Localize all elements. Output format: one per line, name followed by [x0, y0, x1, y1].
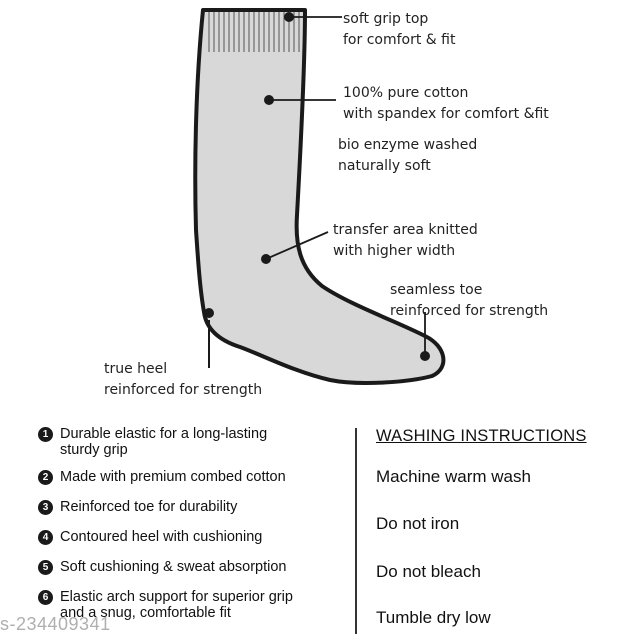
callout-cotton: 100% pure cotton with spandex for comfor… [343, 83, 549, 125]
pointer-dot [204, 308, 214, 318]
callout-line: for comfort & fit [343, 32, 456, 48]
number-badge-icon: 6 [38, 590, 53, 605]
callout-grip-top: soft grip top for comfort & fit [343, 9, 455, 51]
washing-item: Machine warm wash [376, 467, 531, 486]
feature-item: 1 Durable elastic for a long-lasting stu… [38, 426, 338, 458]
feature-text: Durable elastic for a long-lasting [60, 426, 268, 442]
feature-text: Made with premium combed cotton [60, 469, 286, 485]
callout-line: seamless toe [390, 282, 483, 298]
callout-line: 100% pure cotton [343, 85, 469, 101]
washing-item: Do not iron [376, 514, 460, 533]
watermark: s-234409341 [0, 614, 111, 634]
callout-line: soft grip top [343, 11, 429, 27]
feature-text: and a snug, comfortable fit [60, 605, 231, 621]
number-badge-icon: 4 [38, 530, 53, 545]
callout-enzyme: bio enzyme washed naturally soft [338, 135, 477, 177]
feature-item: 5 Soft cushioning & sweat absorption [38, 559, 338, 575]
number-badge-icon: 3 [38, 500, 53, 515]
callout-line: reinforced for strength [390, 303, 549, 319]
feature-text: sturdy grip [60, 442, 128, 458]
callout-pointers [204, 12, 430, 361]
feature-list: 1 Durable elastic for a long-lasting stu… [38, 426, 338, 632]
number-badge-icon: 2 [38, 470, 53, 485]
feature-item: 4 Contoured heel with cushioning [38, 529, 338, 545]
ribbed-cuff [208, 12, 300, 52]
number-badge-icon: 5 [38, 560, 53, 575]
callout-line: naturally soft [338, 158, 431, 174]
number-badge-icon: 1 [38, 427, 53, 442]
callout-line: with higher width [333, 243, 456, 259]
callout-line: reinforced for strength [104, 382, 263, 398]
callout-line: bio enzyme washed [338, 137, 478, 153]
feature-item: 6 Elastic arch support for superior grip… [38, 589, 338, 621]
callout-toe: seamless toe reinforced for strength [390, 280, 548, 322]
feature-item: 3 Reinforced toe for durability [38, 499, 338, 515]
callout-line: with spandex for comfort &fit [343, 106, 549, 122]
feature-text: Soft cushioning & sweat absorption [60, 559, 287, 575]
feature-item: 2 Made with premium combed cotton [38, 469, 338, 485]
washing-item: Do not bleach [376, 562, 481, 581]
feature-text: Elastic arch support for superior grip [60, 589, 293, 605]
sock-diagram [193, 8, 446, 385]
pointer-line [265, 231, 329, 260]
callout-transfer: transfer area knitted with higher width [333, 220, 478, 262]
column-divider [355, 428, 357, 634]
callout-line: true heel [104, 361, 168, 377]
feature-text: Contoured heel with cushioning [60, 529, 263, 545]
feature-text: Reinforced toe for durability [60, 499, 238, 515]
washing-item: Tumble dry low [376, 608, 491, 627]
sock-outline [193, 8, 446, 385]
callout-heel: true heel reinforced for strength [104, 359, 262, 401]
washing-title: WASHING INSTRUCTIONS [376, 427, 587, 445]
callout-line: transfer area knitted [333, 222, 478, 238]
